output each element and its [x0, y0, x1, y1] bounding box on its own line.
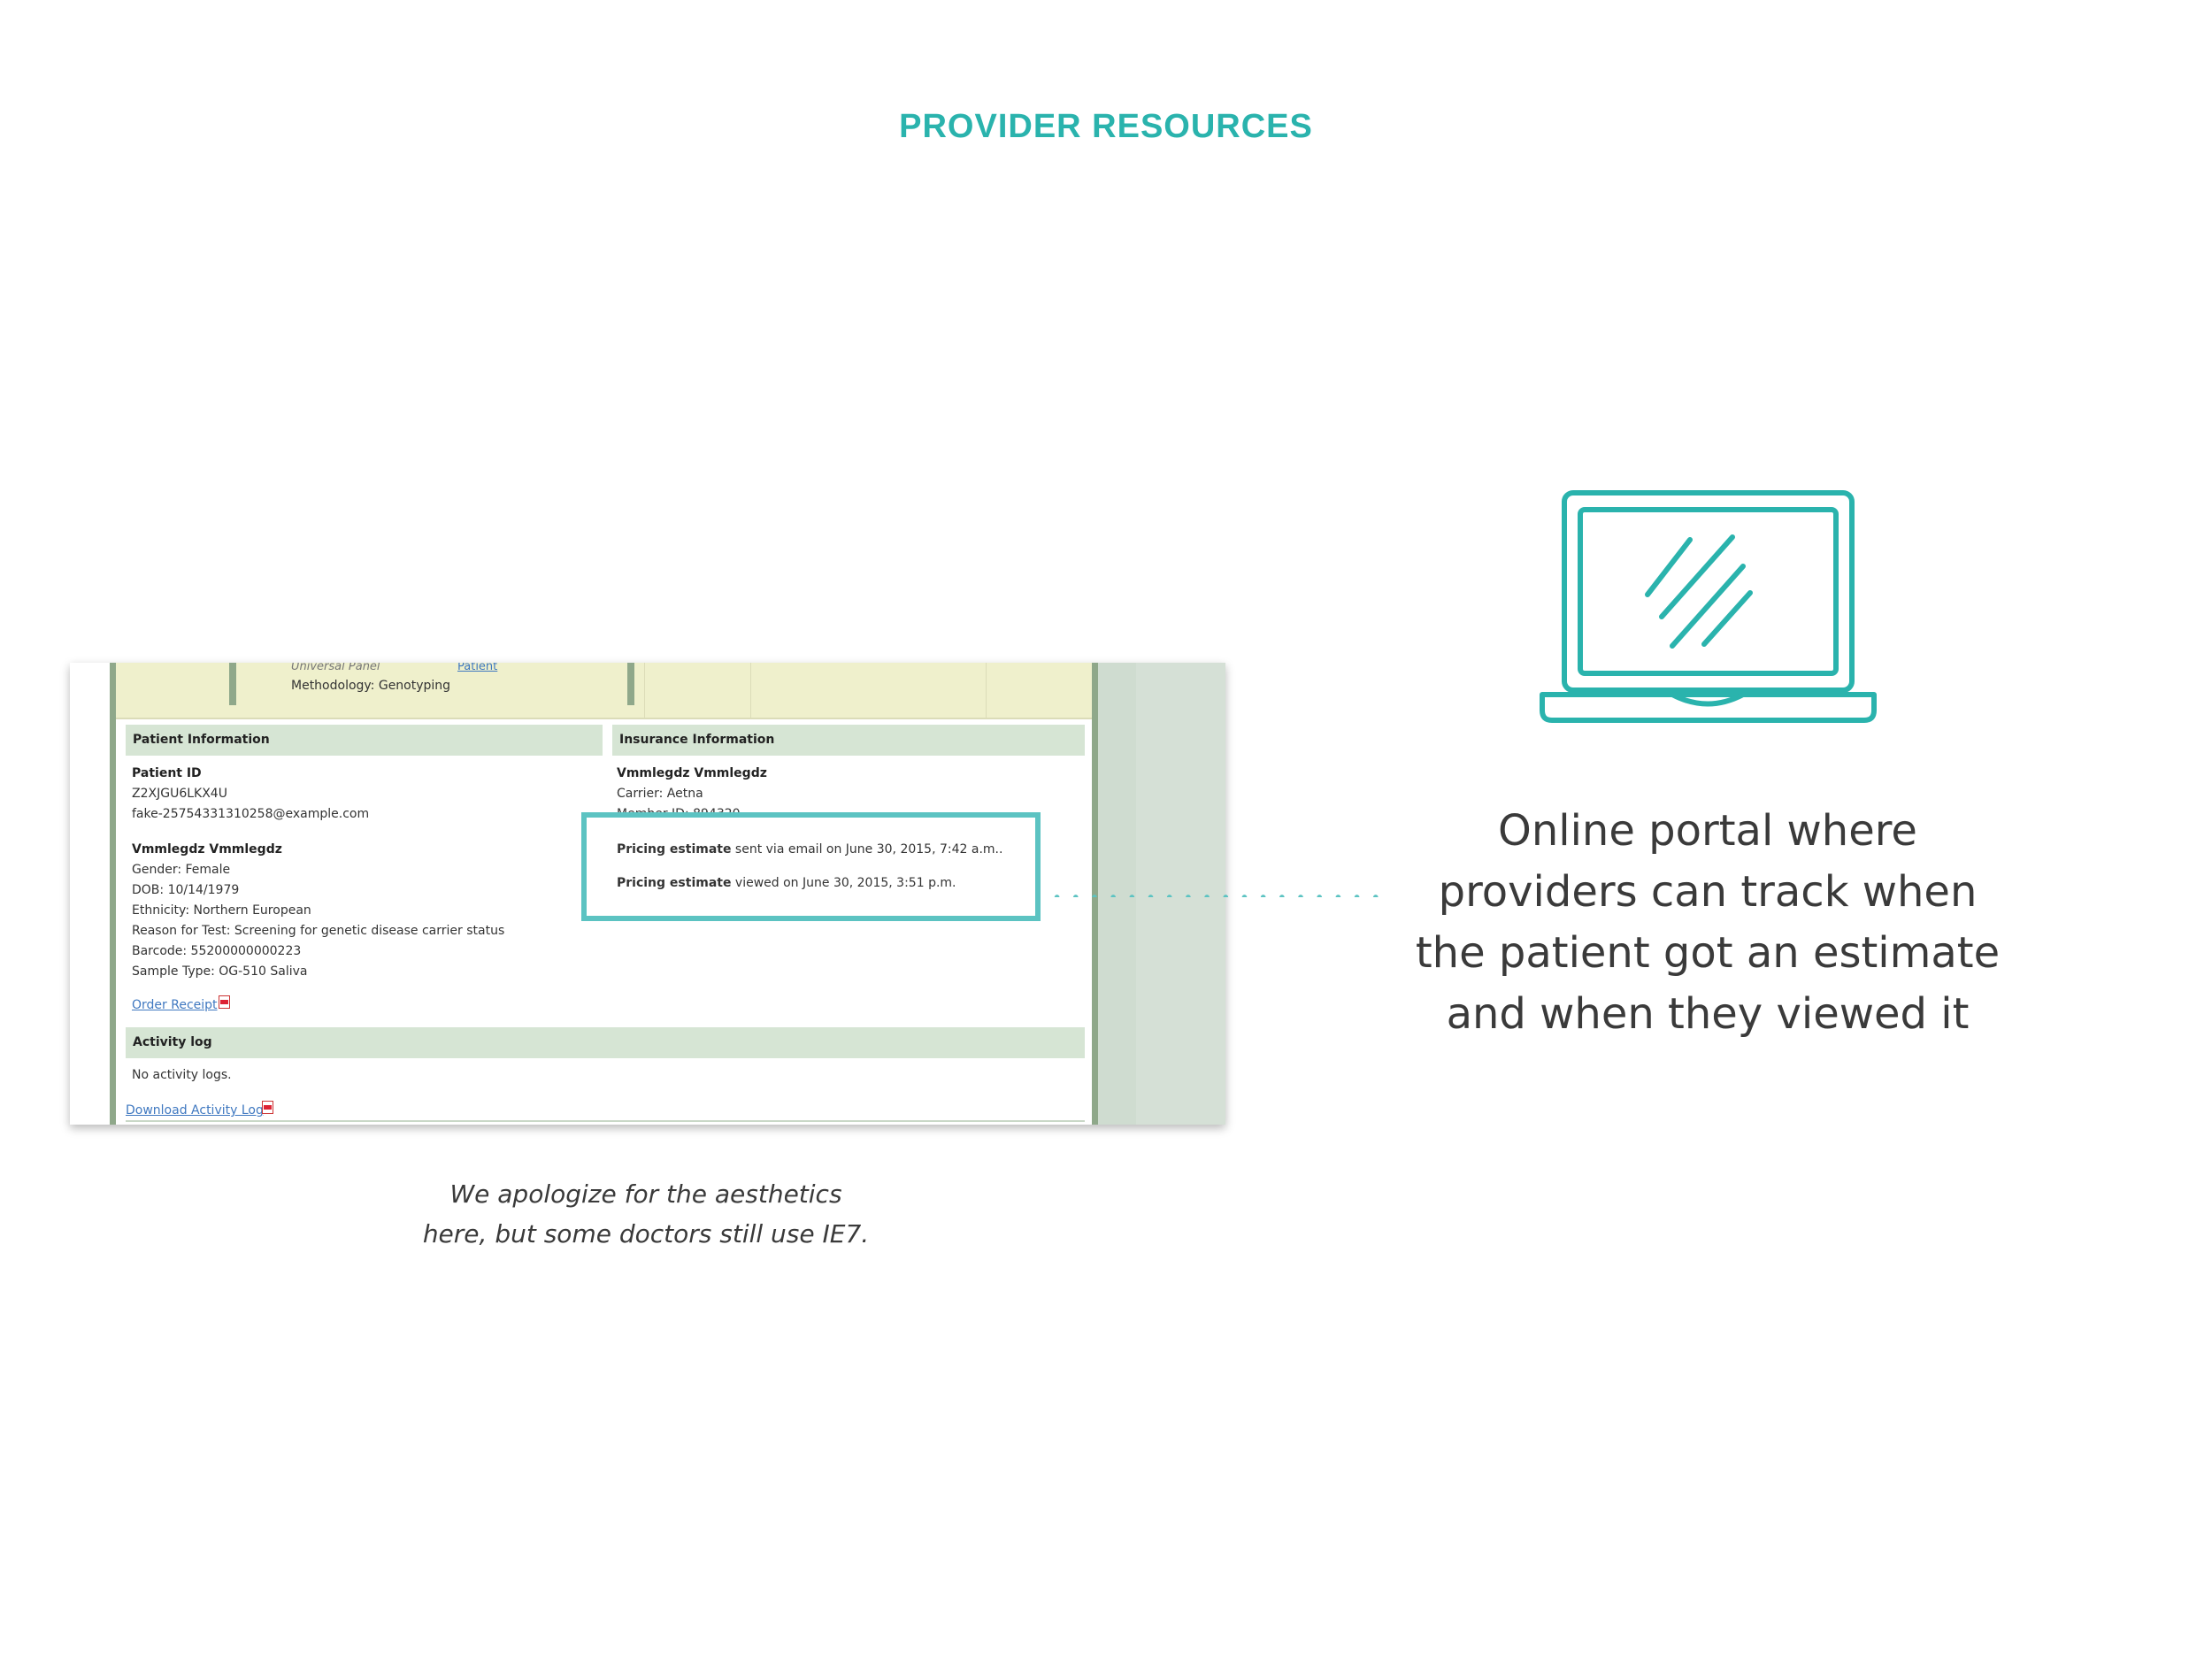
order-receipt-link[interactable]: Order Receipt — [132, 998, 218, 1012]
methodology-text: Methodology: Genotyping — [291, 679, 451, 693]
pricing-viewed-row: Pricing estimate viewed on June 30, 2015… — [617, 876, 956, 890]
patient-dob: DOB: 10/14/1979 — [132, 883, 240, 897]
description-line: providers can track when — [1438, 867, 1978, 917]
patient-email: fake-25754331310258@example.com — [132, 807, 370, 821]
section-divider — [126, 1120, 1085, 1122]
patient-id-value: Z2XJGU6LKX4U — [132, 787, 227, 801]
pricing-sent-row: Pricing estimate sent via email on June … — [617, 842, 1002, 857]
member-id: Member ID: 894320 — [617, 807, 741, 821]
feature-description: Online portal where providers can track … — [1398, 801, 2017, 1045]
sample-type: Sample Type: OG-510 Saliva — [132, 964, 308, 979]
patient-ethnicity: Ethnicity: Northern European — [132, 903, 311, 918]
order-summary-band: Universal Panel Patient Methodology: Gen… — [116, 663, 1092, 719]
laptop-icon — [1540, 490, 1877, 723]
frame-left-border — [110, 663, 116, 1125]
pdf-icon[interactable] — [219, 995, 230, 1009]
insurance-carrier: Carrier: Aetna — [617, 787, 703, 801]
caption-line: here, but some doctors still use IE7. — [422, 1219, 870, 1248]
band-divider — [644, 663, 645, 718]
description-line: and when they viewed it — [1446, 989, 1970, 1039]
description-line: Online portal where — [1498, 806, 1917, 856]
description-line: the patient got an estimate — [1415, 928, 2001, 978]
pricing-viewed-text: viewed on June 30, 2015, 3:51 p.m. — [734, 876, 956, 890]
pricing-sent-text: sent via email on June 30, 2015, 7:42 a.… — [734, 842, 1003, 857]
insured-name: Vmmlegdz Vmmlegdz — [617, 766, 767, 780]
activity-log-empty: No activity logs. — [132, 1068, 232, 1082]
download-activity-log-link[interactable]: Download Activity Log — [126, 1103, 264, 1118]
band-divider — [986, 663, 987, 718]
pricing-estimate-label: Pricing estimate — [617, 876, 732, 890]
band-accent-bar — [229, 663, 236, 705]
aesthetics-caption: We apologize for the aesthetics here, bu… — [380, 1174, 911, 1254]
portal-screenshot: Universal Panel Patient Methodology: Gen… — [70, 663, 1225, 1125]
patient-barcode: Barcode: 55200000000223 — [132, 944, 302, 958]
insurance-info-header: Insurance Information — [612, 725, 1085, 756]
band-accent-bar — [627, 663, 634, 705]
patient-name: Vmmlegdz Vmmlegdz — [132, 842, 282, 857]
patient-gender: Gender: Female — [132, 863, 231, 877]
panel-label: Universal Panel — [291, 663, 380, 673]
patient-info-header: Patient Information — [126, 725, 603, 756]
pricing-estimate-highlight — [581, 812, 1041, 921]
pdf-icon[interactable] — [262, 1101, 273, 1114]
patient-link[interactable]: Patient — [457, 663, 498, 673]
activity-log-header: Activity log — [126, 1027, 1085, 1058]
pricing-estimate-label: Pricing estimate — [617, 842, 732, 857]
page-title: PROVIDER RESOURCES — [899, 108, 1313, 145]
reason-for-test: Reason for Test: Screening for genetic d… — [132, 924, 505, 938]
band-divider — [750, 663, 751, 718]
dotted-connector — [1048, 894, 1386, 897]
caption-line: We apologize for the aesthetics — [449, 1179, 842, 1209]
patient-id-label: Patient ID — [132, 766, 202, 780]
